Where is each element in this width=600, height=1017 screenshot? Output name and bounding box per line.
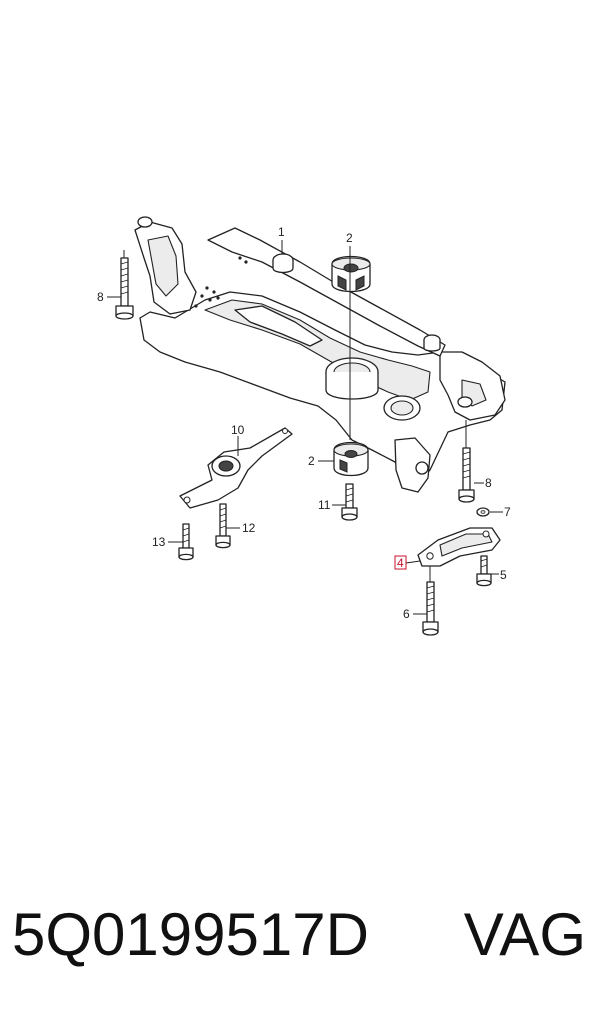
callout-5: 5	[500, 568, 507, 582]
bolt-11	[341, 483, 358, 521]
washer	[476, 507, 490, 517]
bushing-upper	[331, 255, 371, 293]
callout-8-right: 8	[485, 476, 492, 490]
bolt-13	[178, 523, 194, 561]
callout-10: 10	[231, 423, 245, 437]
bolt-6	[422, 581, 439, 636]
callout-2-lower: 2	[308, 454, 315, 468]
leader-lines	[107, 240, 503, 615]
callout-4-highlight-box	[394, 555, 407, 570]
bolt-8-left	[115, 257, 134, 320]
footer: 5Q0199517D VAG	[0, 895, 600, 975]
bushing-lower	[333, 441, 369, 477]
bolt-5	[476, 555, 492, 587]
callout-4: 4	[397, 556, 404, 570]
lower-support-bracket	[417, 527, 501, 567]
torque-support-arm	[179, 427, 293, 509]
bolt-12	[215, 503, 231, 549]
callout-7: 7	[504, 505, 511, 519]
callout-2-upper: 2	[346, 231, 353, 245]
subframe	[134, 216, 506, 493]
exploded-parts-diagram: 1 2 2 8 8 10 11 12 13 7 5 6 4	[97, 216, 511, 636]
callout-6: 6	[403, 607, 410, 621]
brand-label: VAG	[463, 901, 586, 968]
callout-11: 11	[318, 498, 331, 512]
callout-1: 1	[278, 225, 285, 239]
part-number: 5Q0199517D	[12, 901, 369, 968]
callout-12: 12	[242, 521, 256, 535]
callout-13: 13	[152, 535, 166, 549]
callout-8-left: 8	[97, 290, 104, 304]
bolt-8-right	[458, 447, 475, 503]
